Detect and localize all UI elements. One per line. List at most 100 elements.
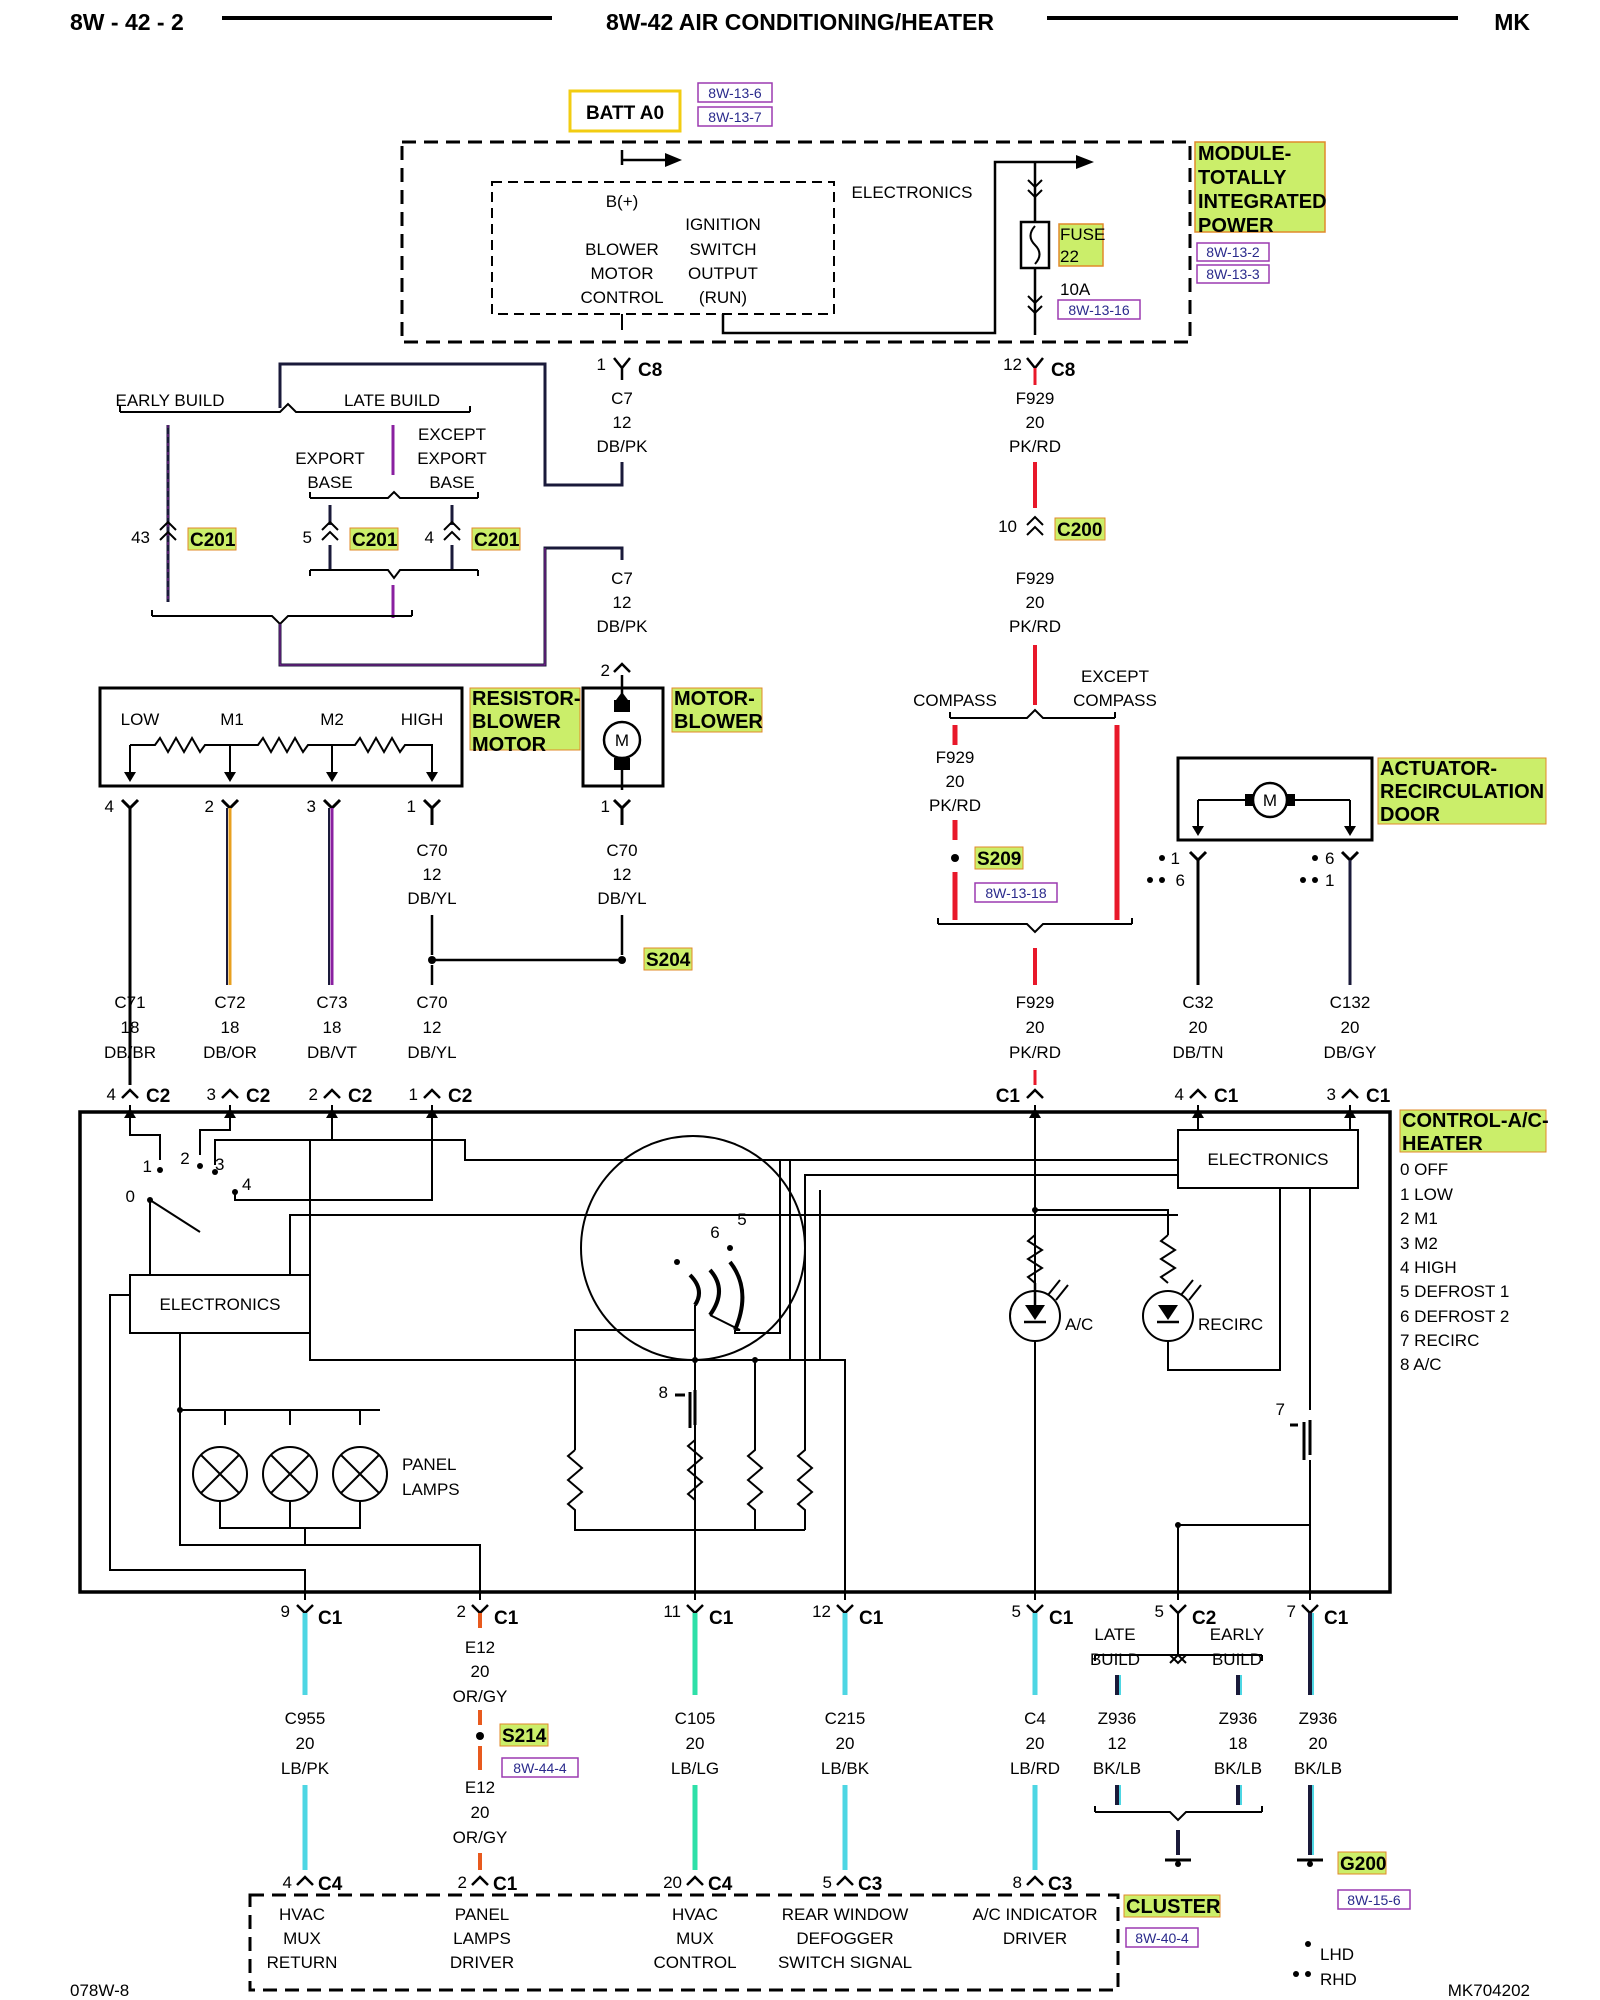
svg-text:12: 12 <box>423 865 442 884</box>
legend-4: 4 HIGH <box>1400 1258 1457 1277</box>
blower-motor: M MOTOR- BLOWER <box>581 675 763 790</box>
svg-text:PK/RD: PK/RD <box>929 796 981 815</box>
svg-text:DB/OR: DB/OR <box>203 1043 257 1062</box>
battery-label: BATT A0 <box>586 103 664 124</box>
battery-ref-2[interactable]: 8W-13-7 <box>708 109 762 125</box>
svg-text:2: 2 <box>309 1085 318 1104</box>
c1-pin4-label: C1 <box>1214 1086 1239 1107</box>
svg-text:43: 43 <box>131 528 150 547</box>
actuator-symbol: M <box>1263 791 1277 810</box>
c1-pin3-label: C1 <box>1366 1086 1391 1107</box>
recirc-actuator: M ACTUATOR- RECIRCULATION DOOR 1 6 6 1 C… <box>1147 756 1547 1107</box>
c201-5-label: C201 <box>352 530 398 551</box>
svg-text:0: 0 <box>126 1187 135 1206</box>
c8-connectors: 1 C8 12 C8 <box>597 355 1076 381</box>
g200-ref[interactable]: 8W-15-6 <box>1347 1892 1401 1908</box>
compass-label: COMPASS <box>913 691 997 710</box>
ac-led-label: A/C <box>1065 1315 1093 1334</box>
fuse-ref[interactable]: 8W-13-16 <box>1068 302 1129 318</box>
svg-text:Z936: Z936 <box>1299 1709 1338 1728</box>
svg-text:COMPASS: COMPASS <box>1073 691 1157 710</box>
sw7-label: 7 <box>1276 1400 1285 1419</box>
tipm-ref-2[interactable]: 8W-13-3 <box>1206 266 1260 282</box>
actuator-name-1: ACTUATOR- <box>1380 758 1497 780</box>
s209-ref[interactable]: 8W-13-18 <box>985 885 1046 901</box>
actuator-name-3: DOOR <box>1380 804 1441 826</box>
c1-f929-label: C1 <box>996 1086 1021 1107</box>
svg-text:DB/GY: DB/GY <box>1324 1043 1377 1062</box>
svg-text:C132: C132 <box>1330 993 1371 1012</box>
tipm-name-4: POWER <box>1198 215 1274 237</box>
ign-out-3: OUTPUT <box>688 264 758 283</box>
tipm-electronics: ELECTRONICS <box>852 183 973 202</box>
control-name-1: CONTROL-A/C- <box>1402 1110 1549 1132</box>
svg-text:6: 6 <box>1325 849 1334 868</box>
svg-text:LB/PK: LB/PK <box>281 1759 330 1778</box>
actuator-name-2: RECIRCULATION <box>1380 781 1544 803</box>
svg-text:8: 8 <box>1013 1873 1022 1892</box>
svg-text:BK/LB: BK/LB <box>1093 1759 1141 1778</box>
s214-ref[interactable]: 8W-44-4 <box>513 1760 567 1776</box>
resistor-name-1: RESISTOR- <box>472 688 581 710</box>
legend-8: 8 A/C <box>1400 1355 1442 1374</box>
c1-5-label: C1 <box>1049 1608 1074 1629</box>
c8-pin-12: 12 <box>1003 355 1022 374</box>
svg-text:OR/GY: OR/GY <box>453 1687 508 1706</box>
svg-text:20: 20 <box>1026 413 1045 432</box>
cluster-ref[interactable]: 8W-40-4 <box>1135 1930 1189 1946</box>
c2-pin3-label: C2 <box>246 1086 270 1107</box>
svg-text:2: 2 <box>180 1149 189 1168</box>
rhd-label: RHD <box>1320 1970 1357 1989</box>
page-number: 8W - 42 - 2 <box>70 9 184 35</box>
svg-text:Z936: Z936 <box>1219 1709 1258 1728</box>
c201-4-label: C201 <box>474 530 520 551</box>
resistor-name-3: MOTOR <box>472 734 547 756</box>
svg-text:DB/YL: DB/YL <box>407 889 456 908</box>
fuse-number: 22 <box>1060 247 1079 266</box>
c2-pin4-label: C2 <box>146 1086 170 1107</box>
svg-text:F929: F929 <box>1016 569 1055 588</box>
motor-name-2: BLOWER <box>674 711 763 733</box>
svg-text:F929: F929 <box>1016 993 1055 1012</box>
bottom-wiring: 9 C1 2 C1 11 C1 12 C1 5 C1 5 C2 7 C1 LAT… <box>281 1602 1411 1910</box>
svg-text:PK/RD: PK/RD <box>1009 617 1061 636</box>
blower-ctrl-1: BLOWER <box>585 240 659 259</box>
panel-lamps-2: LAMPS <box>402 1480 460 1499</box>
svg-text:4: 4 <box>425 528 434 547</box>
svg-text:EXPORT: EXPORT <box>417 449 487 468</box>
svg-text:LB/BK: LB/BK <box>821 1759 870 1778</box>
svg-text:4: 4 <box>1175 1085 1184 1104</box>
tipm-ref-1[interactable]: 8W-13-2 <box>1206 244 1260 260</box>
svg-text:1: 1 <box>407 797 416 816</box>
svg-text:REAR WINDOW: REAR WINDOW <box>782 1905 909 1924</box>
fuse-amp: 10A <box>1060 280 1091 299</box>
lhd-label: LHD <box>1320 1945 1354 1964</box>
svg-text:4: 4 <box>283 1873 292 1892</box>
motor-name-1: MOTOR- <box>674 688 755 710</box>
c1-2-label: C1 <box>494 1608 519 1629</box>
instrument-cluster: HVAC MUX RETURN PANEL LAMPS DRIVER HVAC … <box>248 1893 1221 1992</box>
c1-7-label: C1 <box>1324 1608 1349 1629</box>
svg-text:4: 4 <box>105 797 114 816</box>
svg-text:20: 20 <box>836 1734 855 1753</box>
cl-c1-2-label: C1 <box>493 1874 518 1895</box>
svg-text:C70: C70 <box>606 841 637 860</box>
svg-text:C70: C70 <box>416 993 447 1012</box>
resistor-name-2: BLOWER <box>472 711 561 733</box>
svg-text:5: 5 <box>823 1873 832 1892</box>
sw8-label: 8 <box>659 1383 668 1402</box>
svg-text:5: 5 <box>1155 1602 1164 1621</box>
battery-ref-1[interactable]: 8W-13-6 <box>708 85 762 101</box>
c8-name-12: C8 <box>1051 360 1075 381</box>
c200-label: C200 <box>1057 520 1102 541</box>
res-m1: M1 <box>220 710 244 729</box>
svg-text:F929: F929 <box>936 748 975 767</box>
svg-text:12: 12 <box>1108 1734 1127 1753</box>
svg-text:2: 2 <box>458 1873 467 1892</box>
electronics-left: ELECTRONICS <box>160 1295 281 1314</box>
legend-2: 2 M1 <box>1400 1209 1438 1228</box>
footer-left: 078W-8 <box>70 1981 129 2000</box>
svg-text:C955: C955 <box>285 1709 326 1728</box>
control-name-2: HEATER <box>1402 1133 1483 1155</box>
